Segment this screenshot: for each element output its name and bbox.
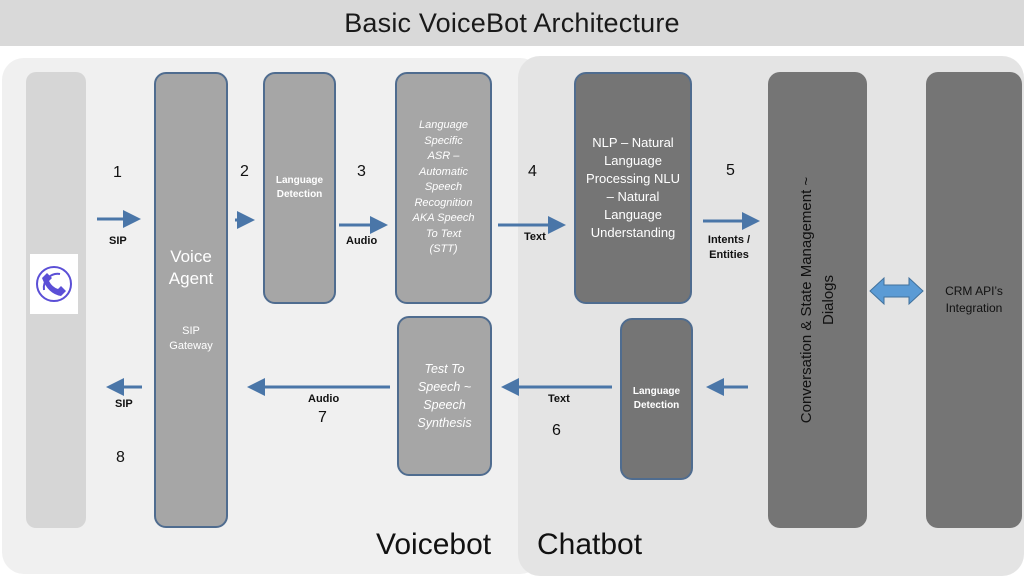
flow-label-audio-out: Audio — [308, 393, 340, 405]
asr-box: Language Specific ASR – Automatic Speech… — [395, 72, 492, 304]
flow-label-text-in: Text — [524, 231, 546, 243]
nlp-label: NLP – Natural Language Processing NLU – … — [586, 135, 680, 240]
chatbot-region-label: Chatbot — [537, 528, 643, 561]
step-number: 7 — [318, 409, 327, 426]
language-detection-label: Language Detection — [275, 175, 324, 200]
language-detection-2-box: Language Detection — [620, 318, 693, 480]
flow-label-text-out: Text — [548, 393, 570, 405]
nlp-box: NLP – Natural Language Processing NLU – … — [574, 72, 692, 304]
step-number: 6 — [552, 422, 561, 439]
double-arrow-crm — [869, 276, 924, 306]
language-detection-box: Language Detection — [263, 72, 336, 304]
step-number: 5 — [726, 162, 735, 179]
step-number: 3 — [357, 163, 366, 180]
page-title: Basic VoiceBot Architecture — [0, 0, 1024, 46]
conversation-management-box: Conversation & State Management ~ Dialog… — [768, 72, 867, 528]
flow-label-sip-in: SIP — [109, 235, 127, 247]
crm-box: CRM API’s Integration — [926, 72, 1022, 528]
step-number: 1 — [113, 164, 122, 181]
step-number: 8 — [116, 449, 125, 466]
phone-call-icon — [30, 254, 78, 314]
asr-label: Language Specific ASR – Automatic Speech… — [412, 119, 475, 256]
step-number: 2 — [240, 163, 249, 180]
voice-agent-title: Voice Agent — [168, 247, 214, 288]
voice-agent-box: Voice Agent SIP Gateway — [154, 72, 228, 528]
voice-agent-subtitle: SIP Gateway — [169, 325, 213, 352]
flow-label-intents: Intents / Entities — [707, 234, 751, 261]
tts-label: Test To Speech ~ Speech Synthesis — [417, 362, 472, 430]
flow-label-audio-in: Audio — [346, 235, 378, 247]
language-detection-2-label: Language Detection — [632, 386, 681, 411]
flow-label-sip-out: SIP — [115, 398, 133, 410]
tts-box: Test To Speech ~ Speech Synthesis — [397, 316, 492, 476]
voicebot-region-label: Voicebot — [376, 528, 492, 561]
step-number: 4 — [528, 163, 537, 180]
crm-label: CRM API’s Integration — [945, 284, 1003, 315]
phone-call-icon-svg — [36, 266, 72, 302]
